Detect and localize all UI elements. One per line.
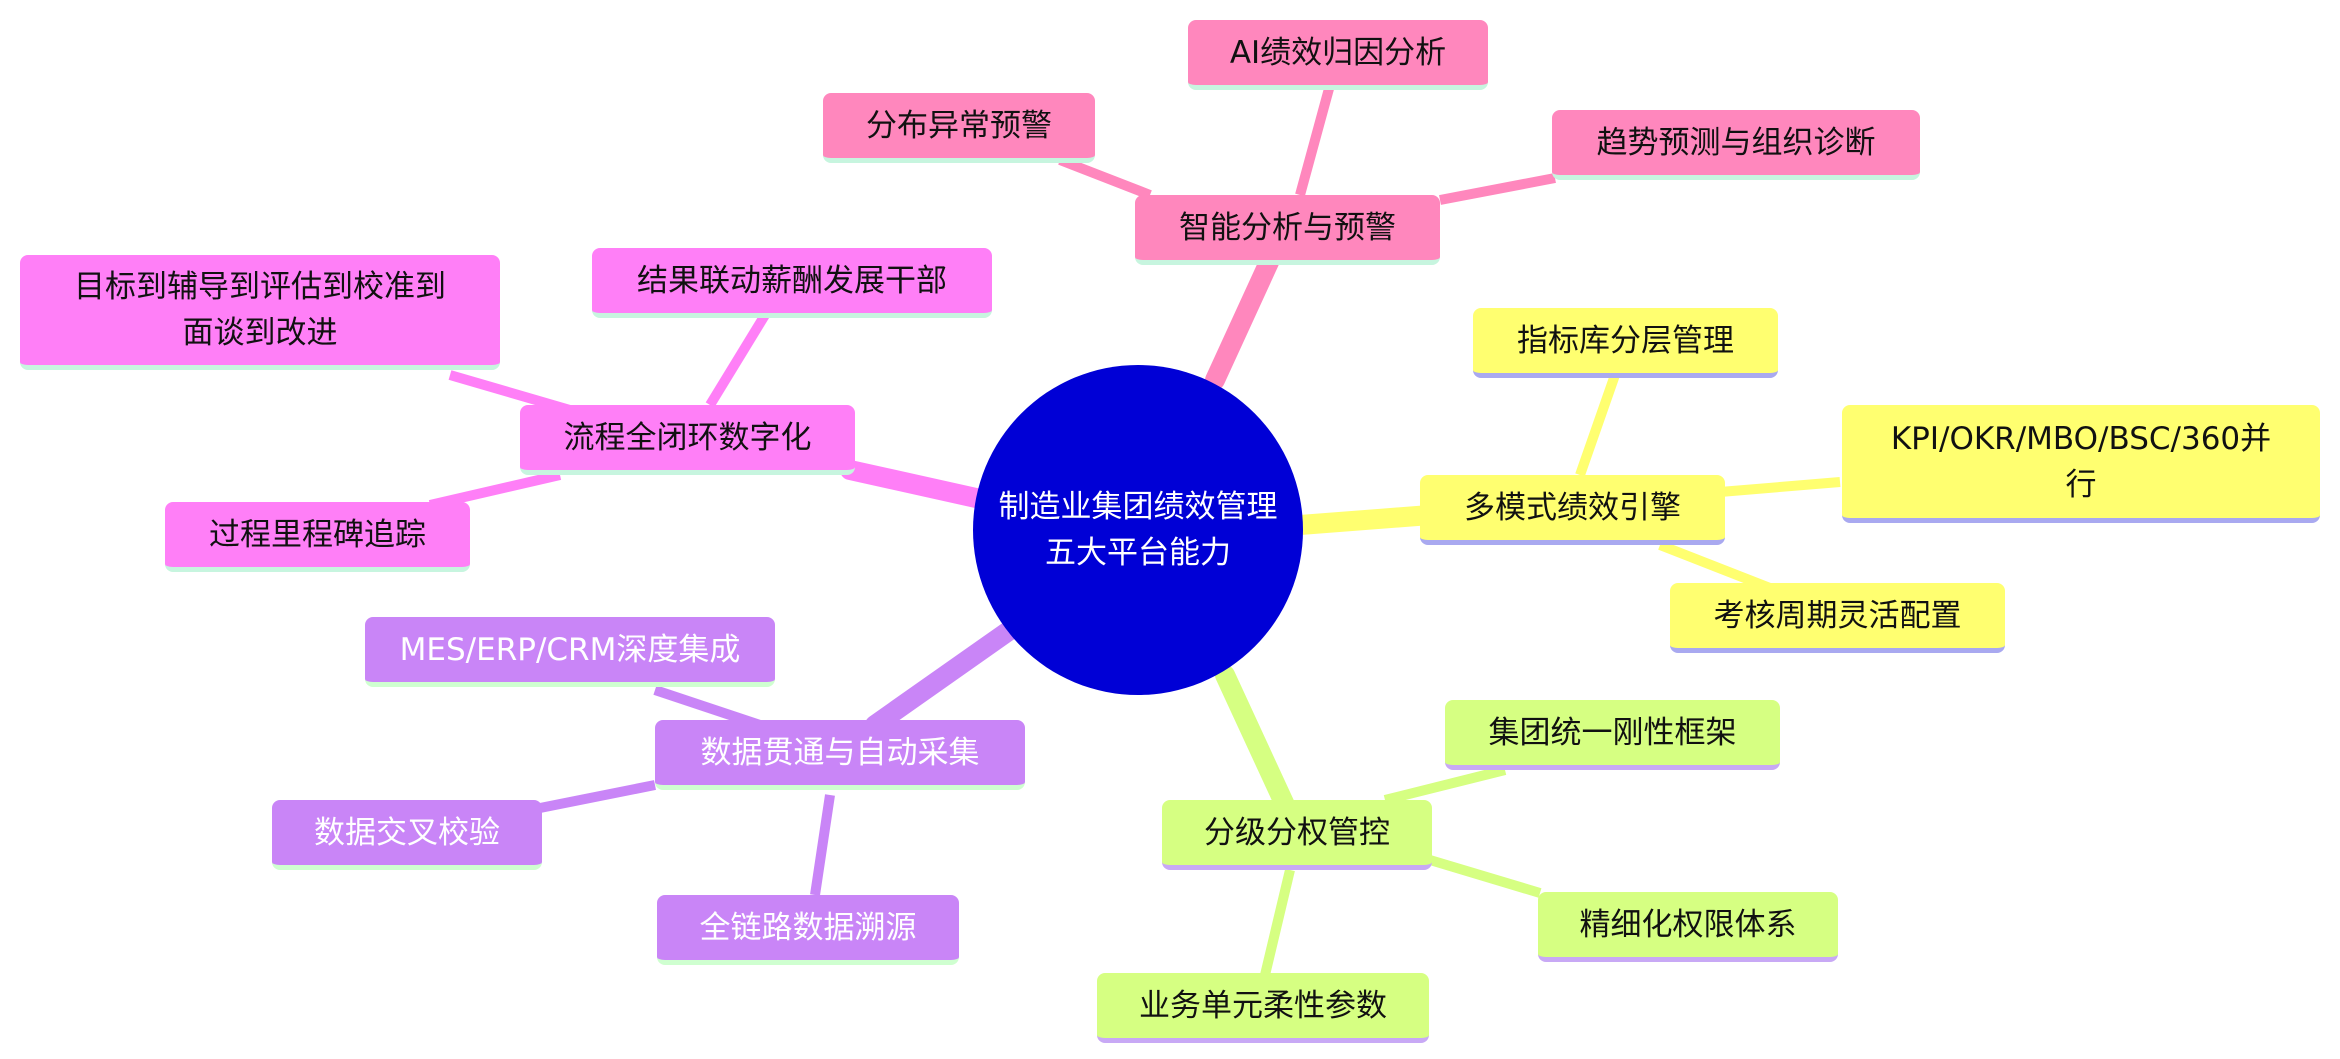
node-flexible-params-label: 业务单元柔性参数 [1139,987,1387,1024]
node-cross-check[interactable]: 数据交叉校验 [272,800,542,870]
node-trend-forecast-label: 趋势预测与组织诊断 [1596,124,1876,161]
node-data-trace[interactable]: 全链路数据溯源 [657,895,959,965]
node-cross-check-label: 数据交叉校验 [314,814,500,851]
edge-data-check [539,780,656,813]
node-ai-attribution-label: AI绩效归因分析 [1229,34,1447,71]
node-permission-system-label: 精细化权限体系 [1579,906,1797,943]
node-cycle-config-label: 考核周期灵活配置 [1713,597,1962,634]
node-kpi-modes-line1: KPI/OKR/MBO/BSC/360并 [1890,420,2272,457]
node-trend-forecast[interactable]: 趋势预测与组织诊断 [1552,110,1920,180]
edge-engine-cycle [1658,540,1772,593]
branch-data-label: 数据贯通与自动采集 [700,734,980,771]
node-mes-integration-label: MES/ERP/CRM深度集成 [399,631,741,668]
branch-engine-label: 多模式绩效引擎 [1464,489,1681,526]
edge-root-process [840,460,995,510]
node-indicator-library-label: 指标库分层管理 [1517,322,1734,359]
edge-root-engine [1290,505,1440,535]
edge-data-trace [810,794,835,896]
edge-data-mes [653,685,762,730]
branch-process[interactable]: 流程全闭环数字化 [520,405,855,475]
node-ai-attribution[interactable]: AI绩效归因分析 [1188,20,1488,90]
node-distribution-warning-label: 分布异常预警 [866,107,1052,144]
branch-control-label: 分级分权管控 [1204,814,1390,851]
branch-intel-label: 智能分析与预警 [1179,209,1396,246]
node-kpi-modes[interactable]: KPI/OKR/MBO/BSC/360并 行 [1842,405,2320,523]
node-result-linkage[interactable]: 结果联动薪酬发展干部 [592,248,992,318]
branch-control[interactable]: 分级分权管控 [1162,800,1432,870]
branch-engine[interactable]: 多模式绩效引擎 [1420,475,1725,545]
branch-intel[interactable]: 智能分析与预警 [1135,195,1440,265]
node-cycle-config[interactable]: 考核周期灵活配置 [1670,583,2005,653]
node-kpi-modes-line2: 行 [2065,466,2097,503]
edge-control-param [1260,868,1295,977]
edge-engine-lib [1575,373,1620,477]
node-distribution-warning[interactable]: 分布异常预警 [823,93,1095,163]
edge-intel-dist [1058,155,1152,200]
edge-control-frame [1383,765,1507,805]
edge-control-perm [1428,855,1542,898]
node-unified-framework-label: 集团统一刚性框架 [1488,714,1737,751]
branch-process-label: 流程全闭环数字化 [563,419,812,456]
edge-process-milestone [428,470,562,510]
node-unified-framework[interactable]: 集团统一刚性框架 [1445,700,1780,770]
node-goal-loop[interactable]: 目标到辅导到评估到校准到 面谈到改进 [20,255,500,370]
node-permission-system[interactable]: 精细化权限体系 [1538,892,1838,962]
node-result-linkage-label: 结果联动薪酬发展干部 [637,262,947,299]
node-data-trace-label: 全链路数据溯源 [699,909,917,946]
root-title-line1: 制造业集团绩效管理 [998,489,1278,525]
node-milestone-tracking-label: 过程里程碑追踪 [209,516,426,553]
edge-intel-trend [1439,173,1556,205]
edge-root-control [1215,665,1295,815]
root-title-line2: 五大平台能力 [1045,535,1231,571]
branch-data[interactable]: 数据贯通与自动采集 [655,720,1025,790]
edge-process-result [705,312,770,408]
edge-root-data [865,620,1020,735]
edge-process-goal [448,370,572,415]
edge-root-intel [1205,250,1280,390]
node-mes-integration[interactable]: MES/ERP/CRM深度集成 [365,617,775,687]
root-node[interactable]: 制造业集团绩效管理 五大平台能力 [973,365,1303,695]
edge-intel-ai [1295,83,1335,197]
node-goal-loop-line2: 面谈到改进 [182,315,338,351]
node-milestone-tracking[interactable]: 过程里程碑追踪 [165,502,470,572]
node-goal-loop-line1: 目标到辅导到评估到校准到 [74,269,446,305]
node-indicator-library[interactable]: 指标库分层管理 [1473,308,1778,378]
edge-engine-kpi [1719,477,1841,497]
node-flexible-params[interactable]: 业务单元柔性参数 [1097,973,1429,1043]
